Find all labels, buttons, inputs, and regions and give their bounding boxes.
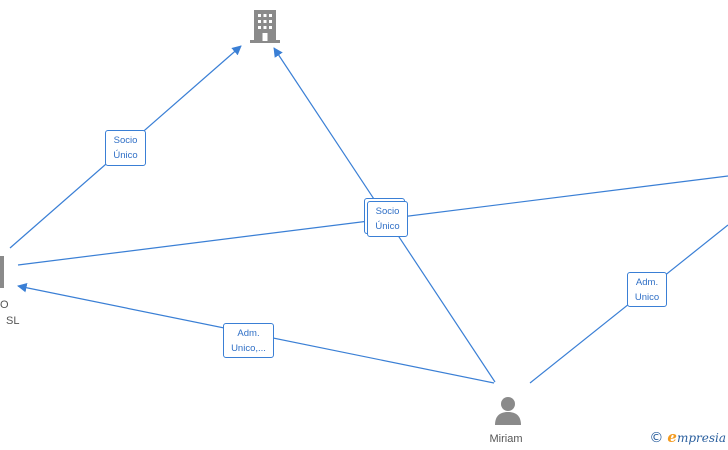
- edge-label-line: Adm.: [635, 277, 659, 288]
- brand-logo: ©empresia: [649, 428, 726, 446]
- edge-label-line: Unico: [634, 292, 660, 303]
- brand-name-rest: mpresia: [676, 431, 726, 445]
- building-icon-left[interactable]: [0, 256, 4, 288]
- brand-initial: e: [667, 428, 677, 446]
- copyright-icon: ©: [649, 430, 664, 446]
- edge-label-line: Único: [113, 150, 138, 161]
- edge-label-socio-unico-left[interactable]: Socio Único: [105, 130, 146, 166]
- edge-label-socio-unico-center[interactable]: Socio Único: [367, 201, 408, 237]
- node-label-left-company-line1: O: [0, 299, 9, 311]
- edge-label-line: Socio: [375, 206, 400, 217]
- edge-label-line: Unico,...: [231, 343, 266, 354]
- edge-label-adm-unico-right[interactable]: Adm. Unico: [627, 272, 667, 307]
- building-icon[interactable]: [250, 10, 280, 43]
- edge-label-line: Único: [375, 221, 400, 232]
- edge-label-line: Adm.: [237, 328, 260, 339]
- edge-label-line: Socio: [113, 135, 138, 146]
- person-icon[interactable]: [495, 397, 521, 425]
- node-label-person: Miriam: [489, 433, 523, 445]
- edge-label-adm-unico-left[interactable]: Adm. Unico,...: [223, 323, 274, 358]
- node-label-left-company-line2: SL: [6, 315, 20, 327]
